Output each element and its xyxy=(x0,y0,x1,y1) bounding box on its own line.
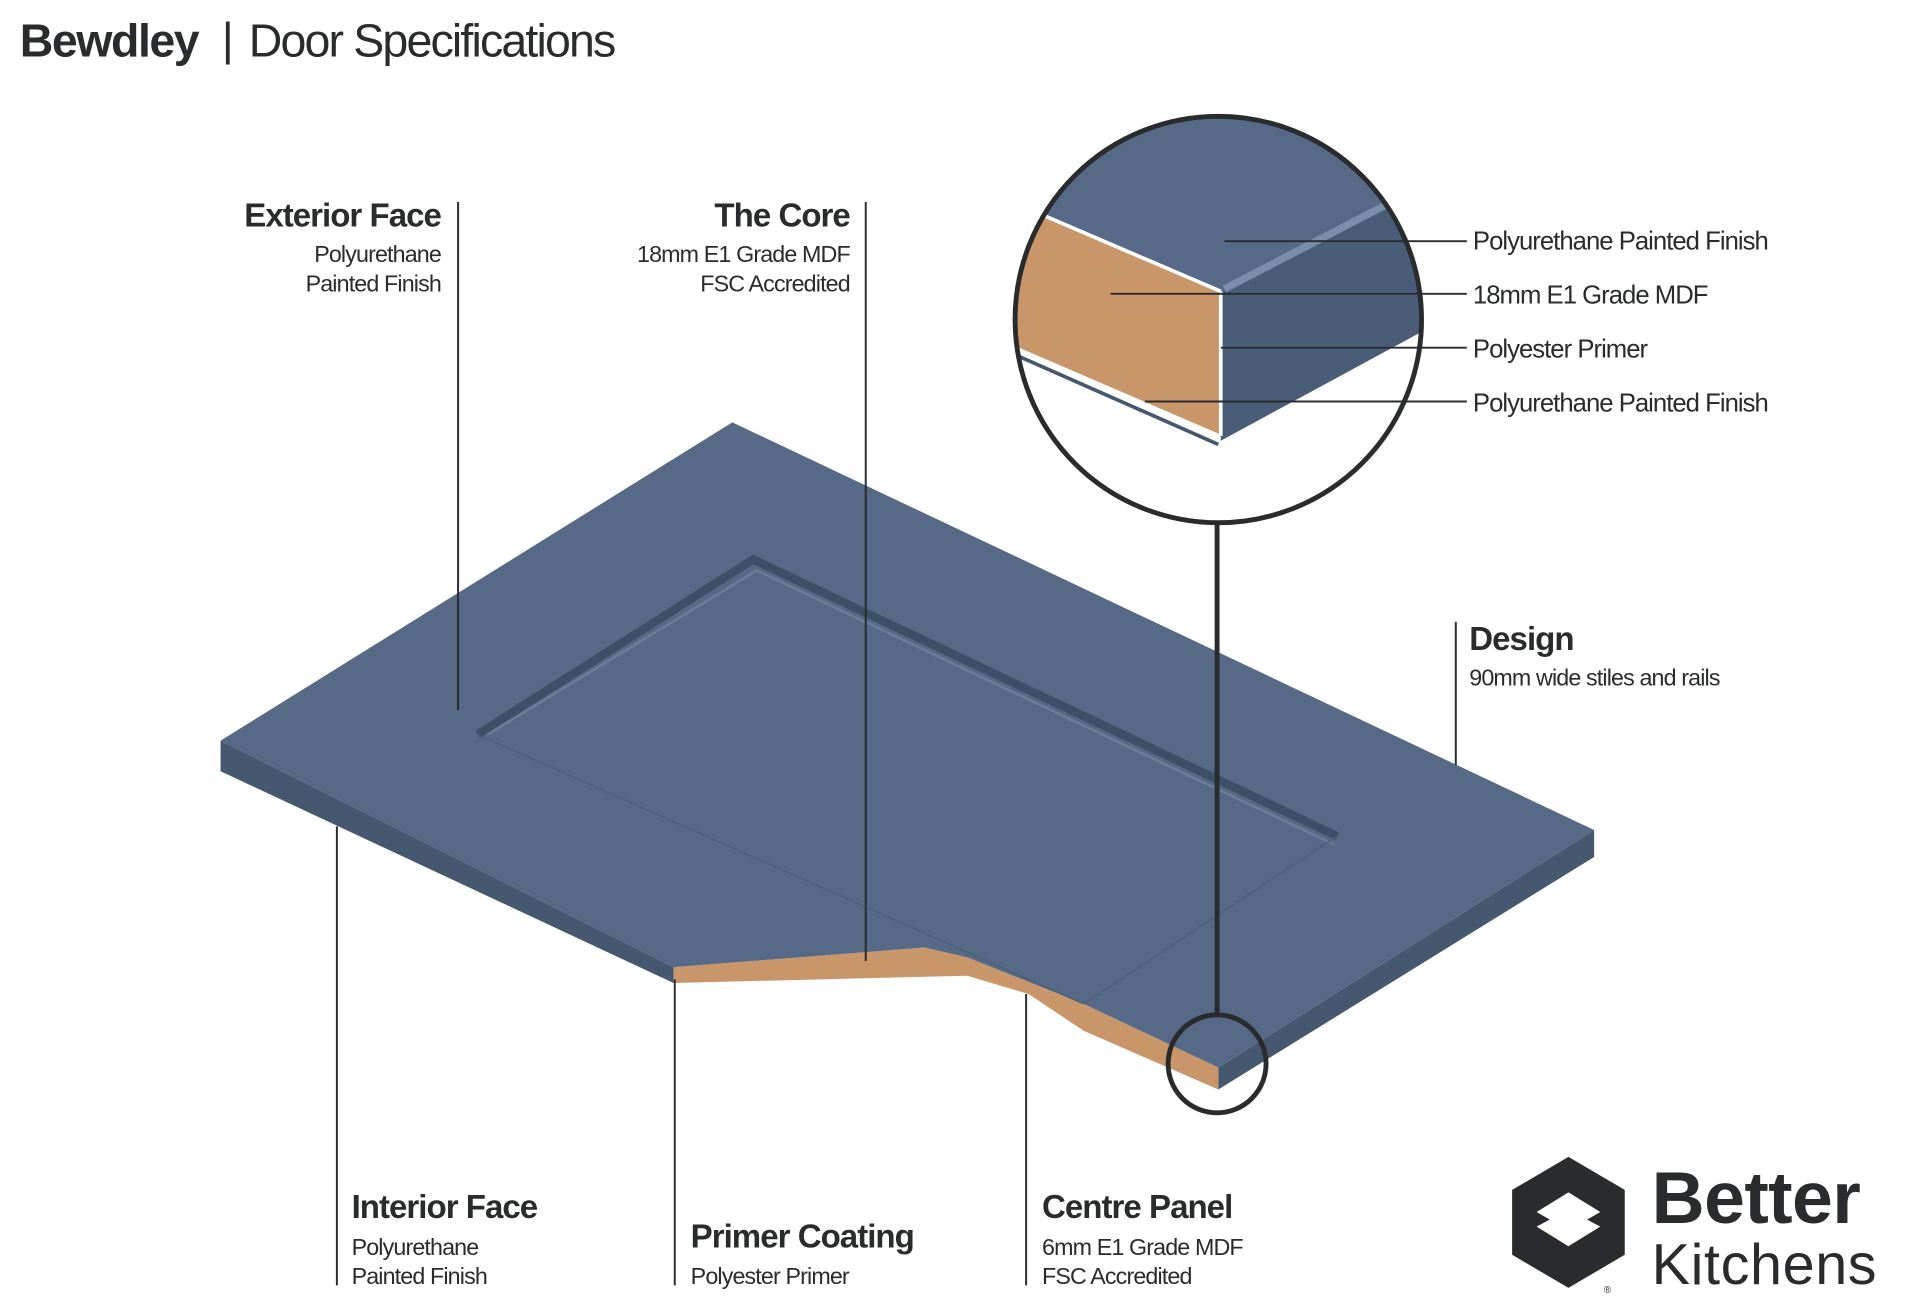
svg-text:Centre Panel: Centre Panel xyxy=(1042,1189,1232,1226)
door-top-face xyxy=(220,422,1595,1068)
callout-centre-panel: Centre Panel 6mm E1 Grade MDF FSC Accred… xyxy=(1042,1189,1244,1289)
callout-primer-coating: Primer Coating Polyester Primer xyxy=(691,1218,915,1289)
logo-hexagon-icon xyxy=(1512,1156,1625,1288)
svg-text:Primer Coating: Primer Coating xyxy=(691,1218,914,1255)
svg-text:Polyurethane: Polyurethane xyxy=(314,241,441,267)
svg-text:®: ® xyxy=(1604,1285,1612,1296)
svg-text:FSC Accredited: FSC Accredited xyxy=(700,270,850,296)
svg-text:90mm wide stiles and rails: 90mm wide stiles and rails xyxy=(1469,665,1720,691)
svg-text:FSC Accredited: FSC Accredited xyxy=(1042,1263,1192,1289)
svg-text:18mm E1 Grade MDF: 18mm E1 Grade MDF xyxy=(637,241,850,267)
magnifier-label-mdf: 18mm E1 Grade MDF xyxy=(1473,282,1708,310)
svg-text:Painted Finish: Painted Finish xyxy=(352,1263,487,1289)
svg-text:Interior Face: Interior Face xyxy=(352,1189,538,1226)
mdf-cutaway xyxy=(673,947,1219,1090)
page-title: Door Specifications xyxy=(249,14,615,66)
magnifier-ring xyxy=(1012,113,1424,526)
svg-text:Painted Finish: Painted Finish xyxy=(306,270,441,296)
magnifier-label-finish-top: Polyurethane Painted Finish xyxy=(1473,228,1768,256)
svg-text:Exterior Face: Exterior Face xyxy=(244,197,441,234)
svg-text:6mm E1 Grade MDF: 6mm E1 Grade MDF xyxy=(1042,1234,1243,1260)
svg-text:Kitchens: Kitchens xyxy=(1652,1233,1878,1297)
brand-title: Bewdley xyxy=(20,14,200,66)
svg-text:Design: Design xyxy=(1469,621,1573,658)
svg-text:Polyurethane: Polyurethane xyxy=(352,1234,479,1260)
magnifier-label-primer: Polyester Primer xyxy=(1473,335,1649,363)
door-illustration xyxy=(220,422,1595,1090)
callout-core: The Core 18mm E1 Grade MDF FSC Accredite… xyxy=(637,197,851,296)
callout-exterior-face: Exterior Face Polyurethane Painted Finis… xyxy=(244,197,442,296)
better-kitchens-logo: ® Better Kitchens xyxy=(1512,1156,1878,1297)
door-left-edge xyxy=(220,740,674,984)
svg-text:Polyester Primer: Polyester Primer xyxy=(691,1263,850,1289)
svg-text:Better: Better xyxy=(1652,1157,1861,1239)
panel-groove xyxy=(475,554,1339,841)
detail-ring xyxy=(1165,1012,1269,1116)
door-right-edge xyxy=(1218,830,1595,1090)
callout-design: Design 90mm wide stiles and rails xyxy=(1469,621,1720,691)
callout-interior-face: Interior Face Polyurethane Painted Finis… xyxy=(352,1189,539,1289)
svg-text:The Core: The Core xyxy=(714,197,850,234)
magnifier-label-finish-bottom: Polyurethane Painted Finish xyxy=(1473,389,1768,417)
title-separator: | xyxy=(222,13,234,65)
